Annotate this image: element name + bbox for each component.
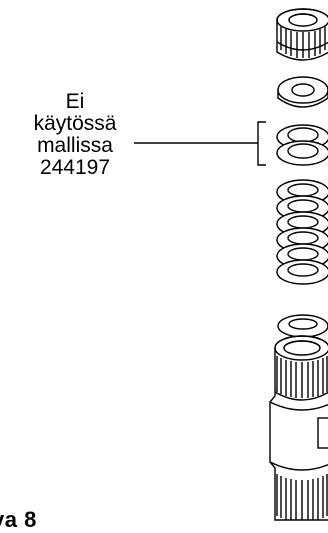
callout-line-2: käytössä (33, 112, 117, 135)
fitting-body (269, 335, 328, 521)
callout-line-1: Ei (65, 90, 85, 113)
washer-2 (277, 314, 328, 338)
figure-caption: va 8 (0, 507, 37, 532)
washer-1 (277, 76, 328, 108)
callout-line-3: mallissa (37, 134, 113, 157)
callout-label: Ei käytössä mallissa 244197 (0, 91, 150, 179)
bracketed-ring-2 (276, 140, 328, 166)
spring-stack (276, 179, 328, 285)
top-nut (276, 8, 328, 61)
callout-bracket (134, 121, 266, 166)
callout-line-4: 244197 (39, 156, 111, 179)
